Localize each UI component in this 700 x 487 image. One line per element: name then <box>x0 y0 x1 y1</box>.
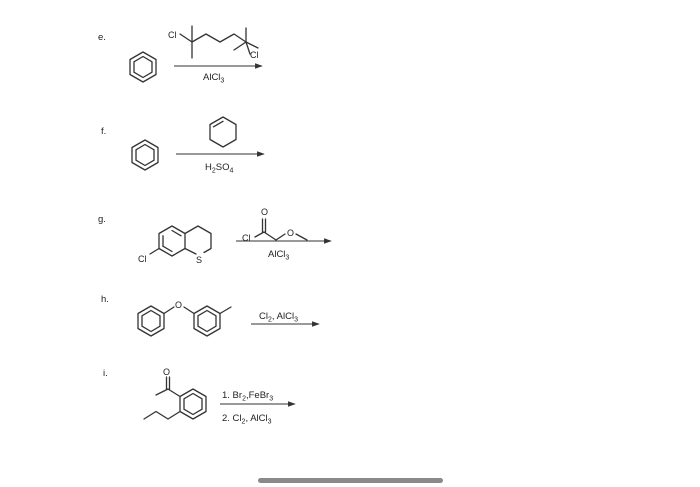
condition-i-2: 2. Cl2, AlCl3 <box>222 413 272 426</box>
home-indicator[interactable] <box>258 478 443 483</box>
atom-label: Cl <box>168 30 177 40</box>
methoxyacetyl-chloride-structure: O Cl O <box>242 207 308 243</box>
propyl-acetophenone-structure: O <box>143 367 207 420</box>
atom-label: Cl <box>250 50 259 60</box>
problem-h: h. O Cl2, AlCl3 <box>101 294 320 337</box>
problem-i: i. O 1. Br2,FeBr3 2. Cl2, AlCl3 <box>103 367 296 426</box>
benzene-structure-e <box>129 51 157 83</box>
atom-label: S <box>196 255 202 265</box>
atom-label: Cl <box>138 254 147 264</box>
condition-h: Cl2, AlCl3 <box>259 311 298 324</box>
problem-letter-i: i. <box>103 368 108 379</box>
problem-e: e. Cl Cl AlCl3 <box>98 25 263 85</box>
chlorothiochromane-structure: Cl S <box>138 225 212 265</box>
dichloro-alkane-structure: Cl Cl <box>168 25 259 60</box>
atom-label: O <box>287 228 294 238</box>
problem-g: g. Cl S O Cl O AlCl3 <box>98 207 332 265</box>
problem-letter-h: h. <box>101 294 109 305</box>
cyclohexene-structure <box>209 116 237 148</box>
atom-label: Cl <box>242 233 251 243</box>
problem-f: f. H2SO4 <box>101 116 265 175</box>
benzene-structure-f <box>131 139 159 171</box>
condition-g: AlCl3 <box>268 249 289 262</box>
problem-letter-f: f. <box>101 126 106 137</box>
problem-letter-e: e. <box>98 32 106 43</box>
atom-label: O <box>163 367 170 377</box>
problem-letter-g: g. <box>98 214 106 225</box>
condition-f: H2SO4 <box>205 162 234 175</box>
atom-label: O <box>261 207 268 217</box>
atom-label: O <box>175 300 182 310</box>
methyl-diphenyl-ether-structure: O <box>137 300 232 337</box>
condition-e: AlCl3 <box>203 72 224 85</box>
condition-i-1: 1. Br2,FeBr3 <box>222 390 273 403</box>
